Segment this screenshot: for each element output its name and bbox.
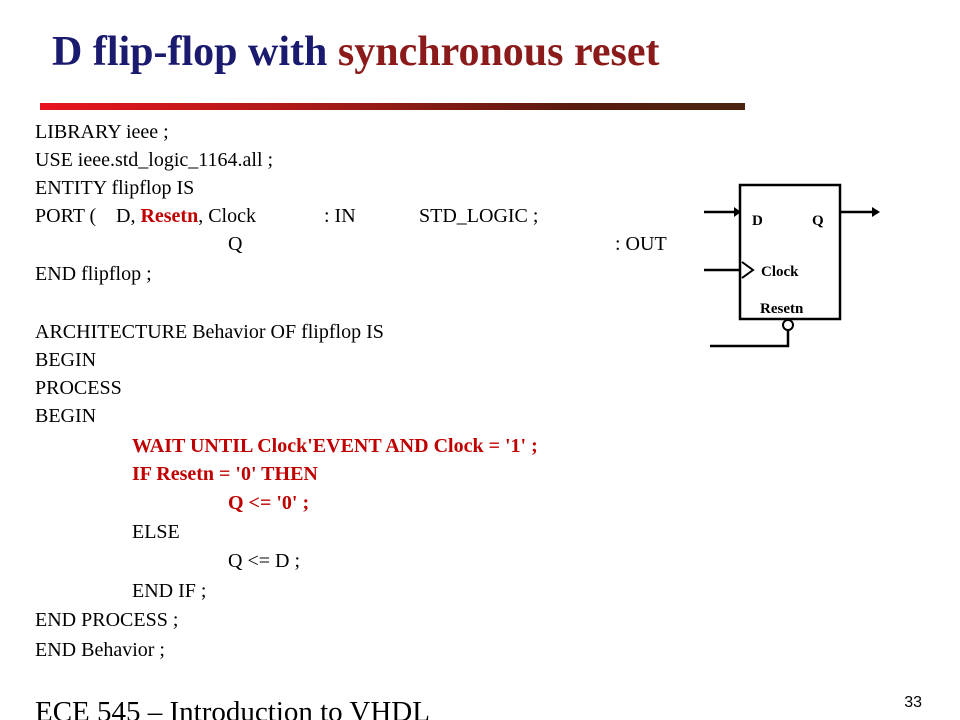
title-part1: D flip-flop with	[52, 29, 338, 75]
code-line-end-if: END IF ;	[132, 580, 207, 602]
title-underline	[40, 103, 745, 110]
port-in-mode: : IN	[324, 205, 356, 227]
code-line-else: ELSE	[132, 521, 180, 543]
slide-title: D flip-flop with synchronous reset	[52, 28, 660, 76]
flipflop-box	[738, 183, 842, 321]
code-line-if: IF Resetn = '0' THEN	[132, 463, 318, 485]
code-line-wait: WAIT UNTIL Clock'EVENT AND Clock = '1' ;	[132, 435, 538, 457]
d-pin-label: D	[752, 213, 763, 229]
page-number: 33	[904, 694, 922, 711]
port-resetn: Resetn	[140, 205, 199, 227]
code-line-end-entity: END flipflop ;	[35, 263, 152, 285]
code-line-entity: ENTITY flipflop IS	[35, 177, 195, 199]
resetn-inversion-bubble-icon	[782, 319, 794, 331]
code-line-process: PROCESS	[35, 377, 122, 399]
code-line-end-process: END PROCESS ;	[35, 609, 179, 631]
q-output-arrow-icon	[872, 207, 880, 217]
code-line-library: LIBRARY ieee ;	[35, 121, 169, 143]
port-keyword: PORT (	[35, 205, 97, 227]
port-d: D,	[116, 205, 141, 227]
title-accent: synchronous reset	[337, 29, 660, 75]
resetn-pin-label: Resetn	[760, 301, 804, 317]
clock-pin-label: Clock	[761, 264, 799, 280]
port-in-type: STD_LOGIC ;	[419, 205, 539, 227]
code-line-use: USE ieee.std_logic_1164.all ;	[35, 149, 274, 171]
code-line-begin: BEGIN	[35, 349, 97, 371]
code-line-port-in: PORT ( D, Resetn, Clock : IN STD_LOGIC ;	[35, 202, 735, 230]
footer-course-title: ECE 545 – Introduction to VHDL	[35, 696, 430, 720]
port-clock: , Clock	[198, 205, 256, 227]
clock-edge-triangle-icon	[741, 261, 755, 279]
q-pin-label: Q	[812, 213, 824, 229]
port-q: Q	[228, 233, 243, 255]
resetn-input-wire	[710, 330, 790, 348]
code-line-architecture: ARCHITECTURE Behavior OF flipflop IS	[35, 321, 384, 343]
port-signals: D, Resetn, Clock	[116, 202, 256, 230]
code-line-q-d: Q <= D ;	[228, 550, 301, 572]
code-line-begin-process: BEGIN	[35, 405, 97, 427]
port-out-mode: : OUT	[615, 233, 667, 255]
code-line-end-behavior: END Behavior ;	[35, 639, 165, 661]
d-input-arrow-icon	[734, 207, 741, 217]
flipflop-diagram: D Q Clock Resetn	[694, 172, 880, 348]
code-line-q-zero: Q <= '0' ;	[228, 492, 310, 514]
